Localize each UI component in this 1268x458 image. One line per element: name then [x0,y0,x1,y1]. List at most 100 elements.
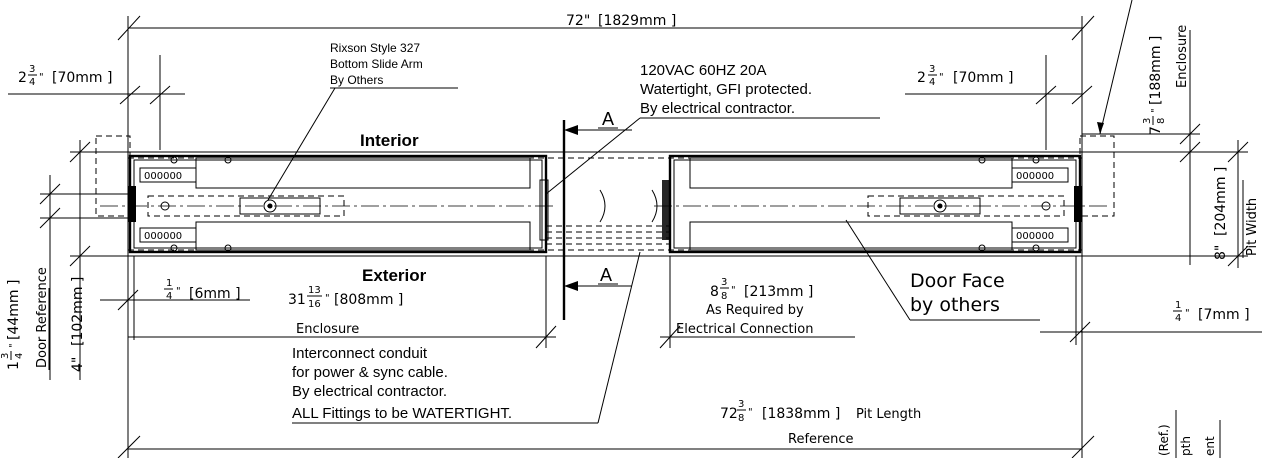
svg-text:000000: 000000 [144,231,182,242]
right-operator: 000000 000000 [654,154,1110,254]
svg-text:000000: 000000 [144,171,182,182]
pit-width-dimension: 8" [204mm ] Pit Width [1082,140,1260,268]
svg-text:8: 8 [721,291,727,302]
svg-text:1: 1 [1175,300,1181,311]
svg-text:4: 4 [1175,313,1181,324]
terminal-strip-top-right [1011,167,1069,183]
svg-text:13: 13 [308,285,321,296]
svg-text:[808mm ]: [808mm ] [334,292,403,308]
svg-text:": " [8,343,19,348]
svg-text:120VAC 60HZ 20A: 120VAC 60HZ 20A [640,62,766,79]
svg-text:Interconnect conduit: Interconnect conduit [292,345,428,362]
svg-text:": " [176,286,181,297]
svg-text:4": 4" [70,357,86,372]
svg-text:3: 3 [929,64,935,75]
svg-text:Rixson Style 327: Rixson Style 327 [330,41,420,55]
svg-text:[102mm ]: [102mm ] [70,277,86,346]
enclosure-width-dimension: 31 13 16 " [808mm ] Enclosure [128,256,557,349]
svg-text:8: 8 [710,284,719,300]
svg-text:3: 3 [721,277,727,288]
svg-text:3: 3 [29,64,35,75]
svg-text:[6mm ]: [6mm ] [189,286,241,302]
svg-text:[7mm ]: [7mm ] [1198,307,1250,323]
overall-width-dimension: 72" [1829mm ] [117,13,1095,152]
svg-text:": " [39,72,44,83]
svg-text:[213mm ]: [213mm ] [744,284,813,300]
svg-text:As Required by: As Required by [706,303,804,318]
section-mark-top: A [602,109,614,129]
pit-length-label: Pit Length [856,407,921,422]
svg-text:[1838mm ]: [1838mm ] [762,406,840,422]
svg-text:3: 3 [738,399,744,410]
svg-text:": " [748,407,753,418]
svg-text:8: 8 [1156,118,1167,124]
svg-text:4: 4 [929,77,935,88]
right-offset-metric: [70mm ] [953,70,1013,86]
left-operator: 000000 000000 [100,154,556,254]
right-offset-dimension: 2 3 4 " [70mm ] [905,55,1093,150]
svg-text:16: 16 [308,299,321,310]
svg-text:72: 72 [720,406,738,422]
svg-text:7: 7 [1148,126,1164,135]
svg-text:[204mm ]: [204mm ] [1213,167,1229,236]
svg-text:for power & sync cable.: for power & sync cable. [292,364,448,381]
left-offset-dimension: 2 3 4 " [70mm ] [8,55,185,150]
svg-text:[44mm ]: [44mm ] [6,280,22,340]
enclosure-width-label: Enclosure [296,322,359,337]
quarter-inch-left-dimension: 1 4 " [6mm ] [100,256,250,340]
svg-text:000000: 000000 [1016,231,1054,242]
svg-text:Door Face: Door Face [910,270,1005,292]
door-face-note: Door Face by others [845,219,1040,321]
door-reference-label: Door Reference [35,267,50,368]
svg-text:": " [1150,108,1161,113]
svg-text:By electrical contractor.: By electrical contractor. [640,100,795,117]
svg-text:By electrical contractor.: By electrical contractor. [292,383,447,400]
leader-arrowhead [1097,122,1104,134]
enclosure-height-dimension: 7 3 8 " [188mm ] Enclosure [1082,25,1248,265]
svg-text:ent: ent [1203,436,1217,456]
pit-width-label: Pit Width [1245,198,1260,256]
terminal-strip-top-left [139,167,197,183]
pit-length-reference: Reference [788,432,853,447]
svg-text:4: 4 [29,77,35,88]
svg-text:": " [939,72,944,83]
door-reference-dimension: 1 3 4 " [44mm ] Door Reference [0,175,135,380]
section-cut-a: A A [562,109,632,320]
interconnect-conduit [539,179,670,245]
electrical-dimension: 8 3 8 " [213mm ] As Required by Electric… [659,256,855,349]
svg-text:4: 4 [14,353,25,359]
terminal-strip-bottom-left [139,227,197,243]
svg-text:8: 8 [738,413,744,424]
svg-text:Electrical Connection: Electrical Connection [676,322,813,337]
enclosure-label-vertical: Enclosure [1175,25,1190,88]
interior-label: Interior [360,131,419,150]
svg-text:1: 1 [166,278,172,289]
svg-text:2: 2 [917,70,926,86]
svg-text:by others: by others [910,294,1000,316]
svg-text:[188mm ]: [188mm ] [1148,36,1164,105]
svg-text:Bottom Slide Arm: Bottom Slide Arm [330,57,423,71]
svg-text:4: 4 [166,291,172,302]
svg-text:ALL Fittings to be WATERTIGHT.: ALL Fittings to be WATERTIGHT. [292,405,512,422]
corner-fragments: (Ref.) pth ent [1157,410,1221,458]
rixson-note: Rixson Style 327 Bottom Slide Arm By Oth… [267,41,458,201]
svg-text:000000: 000000 [1016,171,1054,182]
svg-text:31: 31 [288,292,306,308]
svg-text:pth: pth [1179,436,1193,456]
quarter-inch-right-dimension: 1 4 " [7mm ] [1040,256,1262,345]
terminal-strip-bottom-right [1011,227,1069,243]
section-mark-bottom: A [600,265,612,285]
overall-width-metric: [1829mm ] [598,13,676,29]
conduit-note: Interconnect conduit for power & sync ca… [292,251,641,424]
exterior-label: Exterior [362,266,427,285]
power-note: 120VAC 60HZ 20A Watertight, GFI protecte… [545,62,880,195]
enclosure-leader [1099,0,1133,135]
pit-length-dimension: 72 3 8 " [1838mm ] Pit Length Reference [117,256,1095,458]
svg-text:": " [1185,308,1190,319]
svg-text:8": 8" [1213,245,1229,260]
svg-text:2: 2 [18,70,27,86]
svg-text:3: 3 [0,353,11,359]
overall-width-imperial: 72" [566,13,590,29]
svg-text:": " [731,285,736,296]
